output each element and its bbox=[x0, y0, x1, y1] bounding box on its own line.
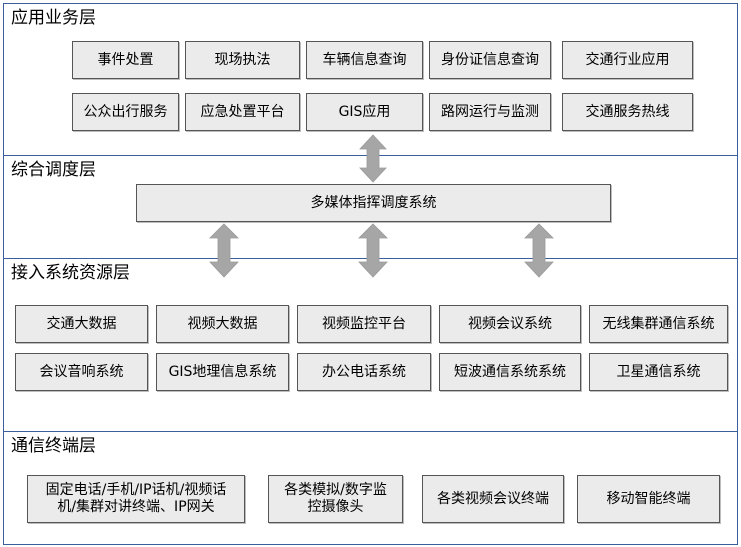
app-box-field-enforcement: 现场执法 bbox=[185, 41, 300, 79]
application-layer: 应用业务层 bbox=[3, 3, 738, 156]
terminal-box-phones: 固定电话/手机/IP话机/视频话机/集群对讲终端、IP网关 bbox=[27, 475, 245, 523]
terminal-box-mobile: 移动智能终端 bbox=[577, 475, 720, 523]
app-box-gis-app: GIS应用 bbox=[306, 93, 423, 131]
access-box-satellite: 卫星通信系统 bbox=[589, 353, 728, 391]
access-box-trunked-radio: 无线集群通信系统 bbox=[589, 305, 728, 343]
app-box-public-travel: 公众出行服务 bbox=[72, 93, 179, 131]
app-box-transport-apps: 交通行业应用 bbox=[562, 41, 693, 79]
terminal-box-video-conference: 各类视频会议终端 bbox=[422, 475, 564, 523]
access-box-gis-system: GIS地理信息系统 bbox=[156, 353, 289, 391]
terminal-box-cameras: 各类模拟/数字监控摄像头 bbox=[268, 475, 403, 523]
access-box-conference-audio: 会议音响系统 bbox=[15, 353, 148, 391]
app-box-road-monitoring: 路网运行与监测 bbox=[429, 93, 551, 131]
access-box-office-phone: 办公电话系统 bbox=[297, 353, 431, 391]
application-layer-title: 应用业务层 bbox=[11, 8, 96, 28]
dispatch-layer-title: 综合调度层 bbox=[11, 160, 96, 180]
access-box-traffic-bigdata: 交通大数据 bbox=[15, 305, 148, 343]
app-box-id-query: 身份证信息查询 bbox=[429, 41, 551, 79]
access-box-video-conference: 视频会议系统 bbox=[439, 305, 581, 343]
app-box-emergency-platform: 应急处置平台 bbox=[185, 93, 300, 131]
access-box-shortwave: 短波通信系统系统 bbox=[439, 353, 581, 391]
access-box-video-surveillance: 视频监控平台 bbox=[297, 305, 431, 343]
access-layer: 接入系统资源层 bbox=[3, 258, 738, 432]
app-box-vehicle-query: 车辆信息查询 bbox=[306, 41, 423, 79]
access-box-video-bigdata: 视频大数据 bbox=[156, 305, 289, 343]
app-box-event-handling: 事件处置 bbox=[72, 41, 179, 79]
access-layer-title: 接入系统资源层 bbox=[11, 263, 130, 283]
dispatch-system-box: 多媒体指挥调度系统 bbox=[136, 184, 611, 222]
terminal-layer-title: 通信终端层 bbox=[11, 436, 96, 456]
app-box-service-hotline: 交通服务热线 bbox=[562, 93, 693, 131]
